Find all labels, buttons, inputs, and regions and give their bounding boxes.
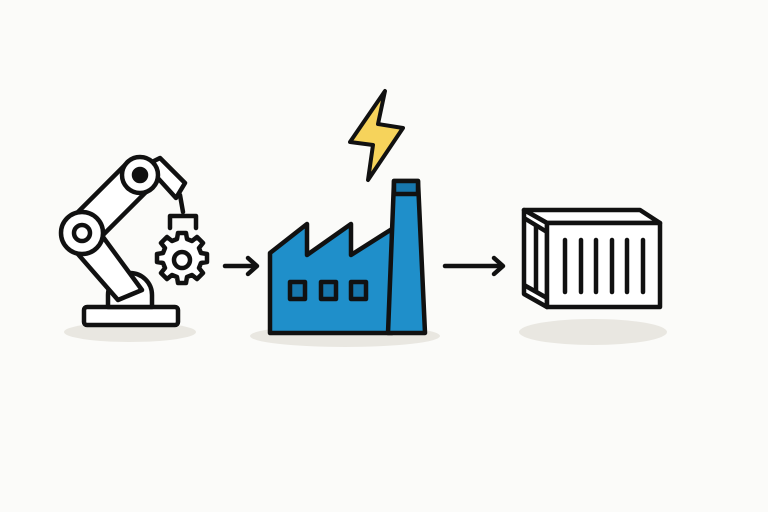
factory-window	[348, 279, 369, 302]
container-shadow	[519, 319, 667, 345]
lightning-bolt-icon	[348, 89, 405, 182]
robot-arm-gear-icon	[58, 154, 210, 328]
shipping-container-icon	[521, 207, 663, 310]
factory-icon	[267, 178, 428, 336]
arrow-right-icon	[442, 255, 506, 277]
factory-window	[318, 279, 339, 302]
factory-window	[287, 279, 308, 302]
arrow-right-icon	[222, 255, 260, 277]
